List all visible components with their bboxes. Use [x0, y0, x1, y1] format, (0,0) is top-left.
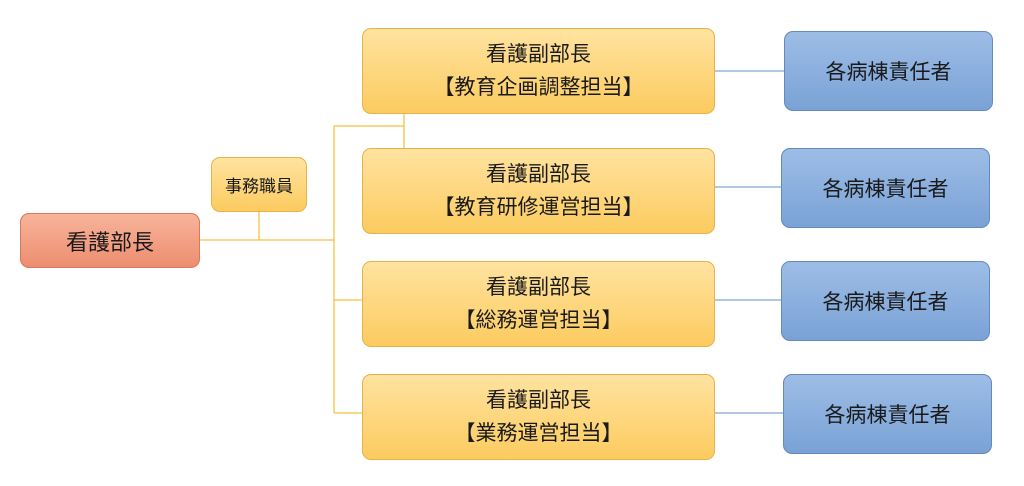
- deputy-node: 看護副部長 【総務運営担当】: [362, 261, 715, 347]
- deputy-node: 看護副部長 【教育企画調整担当】: [362, 28, 715, 114]
- deputy-title: 看護副部長: [486, 388, 591, 413]
- deputy-node: 看護副部長 【業務運営担当】: [362, 374, 715, 460]
- ward-label: 各病棟責任者: [822, 290, 949, 314]
- ward-manager-node: 各病棟責任者: [781, 148, 990, 228]
- clerk-node: 事務職員: [211, 157, 307, 212]
- ward-label: 各病棟責任者: [824, 403, 951, 427]
- deputy-title: 看護副部長: [486, 42, 591, 67]
- deputy-title: 看護副部長: [486, 162, 591, 187]
- deputy-role: 【教育企画調整担当】: [433, 75, 644, 99]
- head-node: 看護部長: [20, 213, 200, 268]
- deputy-node: 看護副部長 【教育研修運営担当】: [362, 148, 715, 234]
- deputy-role: 【教育研修運営担当】: [433, 195, 644, 219]
- deputy-role: 【総務運営担当】: [454, 308, 623, 332]
- ward-manager-node: 各病棟責任者: [781, 261, 990, 341]
- ward-manager-node: 各病棟責任者: [784, 31, 993, 111]
- ward-label: 各病棟責任者: [825, 60, 952, 84]
- ward-label: 各病棟責任者: [822, 177, 949, 201]
- clerk-label: 事務職員: [225, 177, 293, 197]
- deputy-title: 看護副部長: [486, 275, 591, 300]
- head-label: 看護部長: [65, 230, 154, 256]
- deputy-role: 【業務運営担当】: [454, 421, 623, 445]
- ward-manager-node: 各病棟責任者: [783, 374, 992, 454]
